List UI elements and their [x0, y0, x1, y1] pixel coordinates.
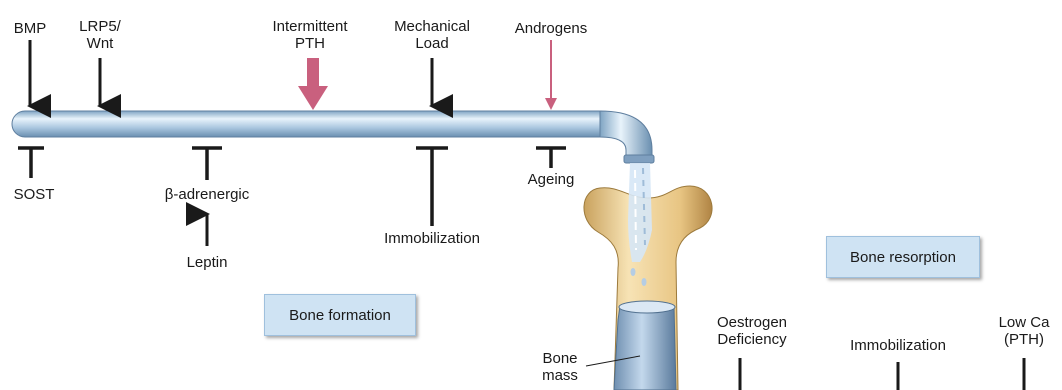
immobilization-label: Immobilization	[384, 230, 480, 247]
mechanical-load-label: Mechanical Load	[394, 18, 470, 52]
wnt-line: Wnt	[79, 35, 121, 52]
intermittent-pth-label: Intermittent PTH	[272, 18, 347, 52]
bone-formation-box: Bone formation	[264, 294, 416, 336]
pth-line: PTH	[272, 35, 347, 52]
oestrogen-deficiency-label: Oestrogen Deficiency	[717, 314, 787, 348]
deficiency-line-text: Deficiency	[717, 331, 787, 348]
load-line: Load	[394, 35, 470, 52]
leptin-label: Leptin	[187, 254, 228, 271]
low-ca-line-text: Low Ca	[999, 314, 1050, 331]
sost-inhibitor	[18, 148, 44, 178]
pth-paren-line-text: (PTH)	[999, 331, 1050, 348]
intermittent-line: Intermittent	[272, 18, 347, 35]
low-ca-pth-label: Low Ca (PTH)	[999, 314, 1050, 348]
ageing-label: Ageing	[528, 171, 575, 188]
pipe	[12, 111, 654, 163]
immobilization-inhibitor	[416, 148, 448, 226]
mass-word: mass	[542, 367, 578, 384]
oestrogen-line-text: Oestrogen	[717, 314, 787, 331]
beta-adrenergic-inhibitor	[192, 148, 222, 180]
bmp-label: BMP	[14, 20, 47, 37]
androgens-label: Androgens	[515, 20, 588, 37]
androgens-arrow	[545, 40, 557, 110]
sost-label: SOST	[14, 186, 55, 203]
immobilization-resorption-label: Immobilization	[850, 337, 946, 354]
bone-resorption-box: Bone resorption	[826, 236, 980, 278]
ageing-inhibitor	[536, 148, 566, 168]
lrp5-wnt-label: LRP5/ Wnt	[79, 18, 121, 52]
bone-word: Bone	[542, 350, 578, 367]
lrp5-line: LRP5/	[79, 18, 121, 35]
beta-adrenergic-label: β-adrenergic	[165, 186, 250, 203]
mechanical-line: Mechanical	[394, 18, 470, 35]
bone-mass-label: Bone mass	[542, 350, 578, 384]
intermittent-pth-arrow	[298, 58, 328, 110]
